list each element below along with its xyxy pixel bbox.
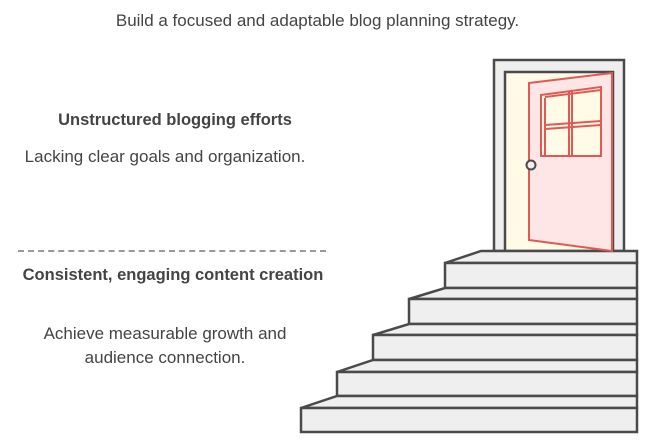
stair-step-5 [299,406,639,434]
after-description: Achieve measurable growth and audience c… [43,324,287,367]
stair-step-3 [371,333,639,362]
stair-step-2 [407,297,639,326]
stair-tread-4 [336,358,639,374]
open-door [528,71,613,253]
stair-tread-1 [444,249,639,265]
door-knob-icon [525,159,537,171]
stair-tread-5 [300,394,639,410]
divider-line [18,250,326,252]
stair-tread-3 [372,322,639,337]
stair-step-4 [335,370,639,398]
diagram-title: Build a focused and adaptable blog plann… [115,11,520,30]
after-heading: Consistent, engaging content creation [22,266,324,284]
stair-tread-2 [408,286,639,301]
before-heading: Unstructured blogging efforts [58,111,292,129]
before-description: Lacking clear goals and organization. [24,147,306,166]
stair-step-1 [443,261,639,290]
